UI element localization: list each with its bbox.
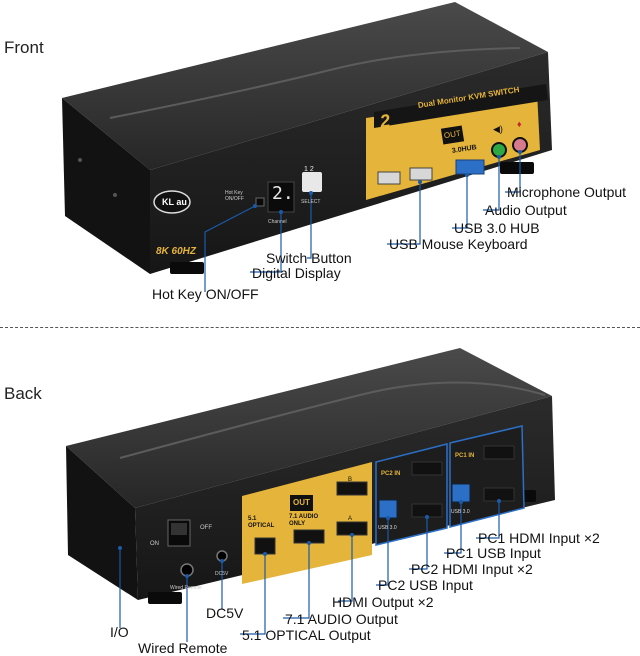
- audio-only-small-label: 7.1 AUDIO ONLY: [289, 514, 319, 527]
- hdmi-b-letter: B: [348, 477, 353, 483]
- callout-usb-mouse-keyboard: USB Mouse Keyboard: [389, 236, 528, 252]
- hdmi-output-b: [336, 481, 368, 496]
- usb30-hub-port: [455, 159, 485, 175]
- callout-pc1-hdmi-input: PC1 HDMI Input ×2: [478, 530, 600, 546]
- optical-small-label: 5.1 OPTICAL: [248, 516, 275, 529]
- callout-pc1-usb-input: PC1 USB Input: [446, 545, 541, 561]
- dc5v-small-label: DC5V: [215, 571, 229, 577]
- pc2-hdmi-b: [411, 461, 443, 476]
- callout-dc5v: DC5V: [206, 605, 244, 621]
- on-label: ON: [150, 541, 159, 547]
- callout-usb-hub: USB 3.0 HUB: [454, 220, 540, 236]
- back-out-badge: OUT: [290, 495, 313, 511]
- callout-switch-button: Switch Button: [266, 250, 352, 266]
- callout-microphone-output: Microphone Output: [507, 184, 627, 200]
- audio-output-jack: [491, 142, 507, 158]
- model-label: 8K 60HZ: [156, 246, 197, 257]
- pc1-usb30-label: USB 3.0: [451, 509, 470, 515]
- brand-logo-text: KL au: [162, 197, 187, 207]
- digital-display: [267, 181, 295, 213]
- section-divider: [0, 327, 640, 328]
- microphone-jack: [512, 137, 528, 153]
- microphone-icon: ♦: [517, 119, 522, 129]
- callout-audio-71-output: 7.1 AUDIO Output: [285, 611, 398, 627]
- callout-io: I/O: [110, 624, 129, 640]
- usb-keyboard-port: [409, 167, 433, 181]
- front-section-title: Front: [4, 38, 44, 57]
- hotkey-small-label: Hot Key ON/OFF: [225, 190, 244, 202]
- select-label: SELECT: [301, 199, 321, 205]
- switch-button[interactable]: [302, 172, 322, 192]
- callout-pc2-hdmi-input: PC2 HDMI Input ×2: [411, 561, 533, 577]
- channel-label: Channel: [268, 219, 287, 225]
- front-leader-lines: [204, 152, 521, 292]
- callout-digital-display: Digital Display: [252, 265, 341, 281]
- pc1-hdmi-b: [483, 445, 515, 460]
- back-section-title: Back: [4, 384, 42, 403]
- callout-audio-output: Audio Output: [485, 202, 567, 218]
- pc1-usb-port: [451, 483, 471, 503]
- callout-hdmi-output: HDMI Output ×2: [332, 594, 434, 610]
- hot-key-switch[interactable]: [255, 197, 265, 207]
- pc2-usb-port: [378, 499, 398, 519]
- callout-hot-key: Hot Key ON/OFF: [152, 286, 259, 302]
- back-leader-lines: [119, 501, 500, 642]
- usb-mouse-port: [377, 171, 401, 185]
- panel-port-word: PORT: [393, 125, 411, 135]
- select-numbers: 1 2: [304, 166, 314, 173]
- callout-optical-51-output: 5.1 OPTICAL Output: [242, 627, 371, 643]
- hdmi-a-letter: A: [348, 516, 353, 522]
- optical-port: [254, 537, 276, 555]
- back-device: [66, 348, 555, 604]
- front-device: ◀) ♦: [62, 2, 552, 274]
- pc1-in-label: PC1 IN: [455, 453, 475, 459]
- callout-wired-remote: Wired Remote: [138, 640, 228, 656]
- speaker-icon: ◀): [493, 124, 503, 134]
- brand-logo: [153, 190, 191, 214]
- callout-pc2-usb-input: PC2 USB Input: [378, 577, 473, 593]
- wired-remote-small-label: Wired Remote: [170, 585, 202, 591]
- pc2-usb30-label: USB 3.0: [378, 525, 397, 531]
- pc2-in-label: PC2 IN: [381, 471, 401, 477]
- off-label: OFF: [200, 525, 212, 531]
- digital-display-value: 2.: [272, 183, 294, 204]
